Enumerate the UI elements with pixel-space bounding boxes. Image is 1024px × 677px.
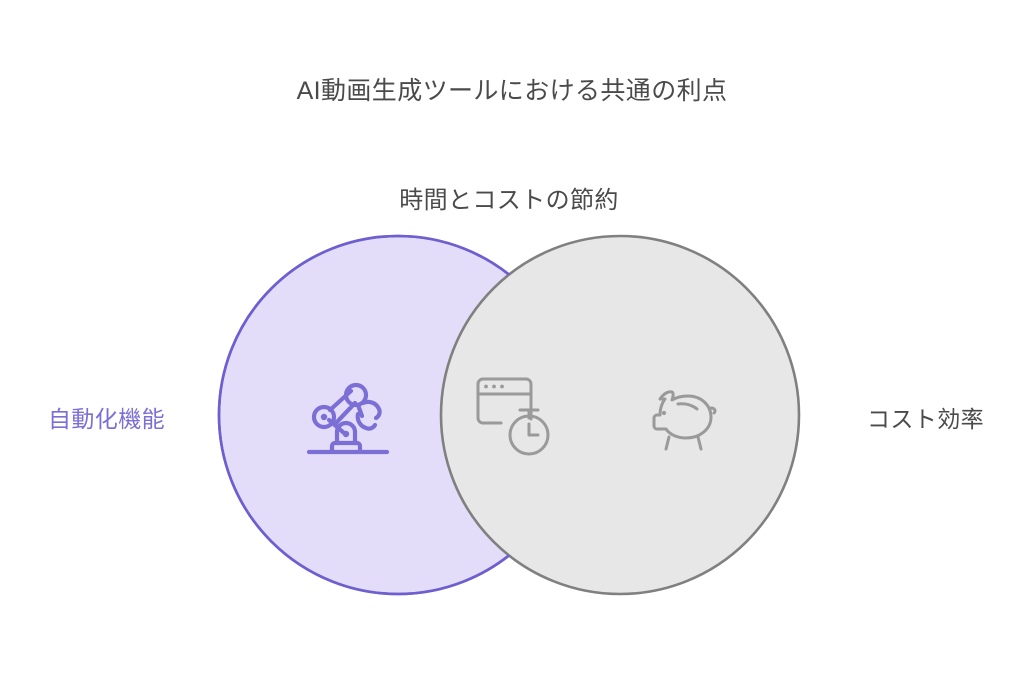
browser-timer-icon (474, 372, 560, 458)
venn-overlap-label: 時間とコストの節約 (399, 187, 619, 214)
venn-label-left: 自動化機能 (48, 406, 165, 432)
venn-label-right: コスト効率 (867, 406, 984, 432)
page-title: AI動画生成ツールにおける共通の利点 (296, 77, 728, 105)
piggy-bank-icon (642, 382, 720, 454)
venn-circle-right[interactable] (439, 234, 801, 596)
robot-arm-icon (306, 378, 390, 458)
